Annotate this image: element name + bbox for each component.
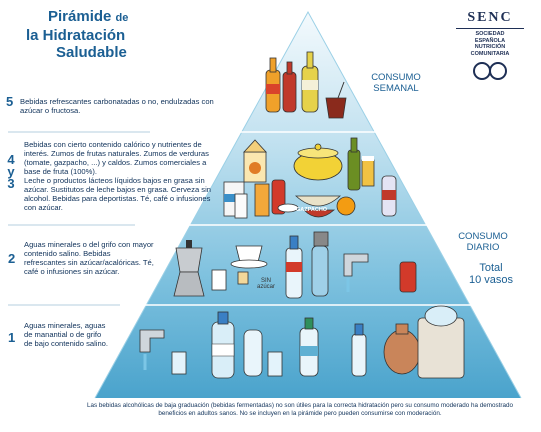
pyramid-shape (95, 12, 521, 398)
clay-jug-icon (383, 323, 421, 375)
soda-glass-icon (325, 81, 347, 119)
title-line-1: Pirámide (48, 8, 112, 25)
footnote: Las bebidas alcohólicas de baja graduaci… (87, 402, 513, 417)
level-5-number: 5 (6, 94, 14, 109)
gazpacho-label: GAZPACHO (296, 207, 328, 213)
level-1-text: 1 Aguas minerales, aguas de manantial o … (8, 321, 109, 348)
juice-carton-icon (243, 139, 267, 183)
soup-tureen-icon (293, 143, 343, 181)
gazpacho-bowl-icon (303, 209, 336, 218)
soda-bottle-icon (265, 57, 281, 113)
sports-drink-icon (381, 175, 397, 217)
siphon-bottle-icon (311, 231, 329, 297)
daily-consumption-label: CONSUMO DIARIO (458, 231, 508, 253)
juice-glass-icon (254, 183, 270, 217)
level-5-text: 5 Bebidas refrescantes carbonatadas o no… (6, 94, 214, 115)
tea-bag-icon (237, 271, 249, 285)
faucet-glass-icon (139, 329, 187, 375)
weekly-consumption-label: CONSUMO SEMANAL (371, 72, 421, 94)
soup-bowl-icon (294, 195, 342, 207)
water-bottle-medium-icon (299, 317, 319, 377)
senc-name: SENC (467, 10, 513, 25)
milk-glass-icon (234, 193, 248, 219)
sin-azucar-label: SIN azúcar (256, 278, 275, 290)
water-bottle-small-icon (351, 323, 367, 377)
page-title: Pirámide de la Hidratación Saludable (12, 8, 128, 61)
total-label: Total 10 vasos (468, 262, 514, 286)
tap-icon (343, 253, 369, 292)
teacup-icon (277, 203, 299, 213)
coffee-cup-icon (230, 245, 268, 269)
water-glass-icon (267, 351, 283, 377)
water-bottle-icon (285, 235, 303, 299)
beer-bottle-icon (347, 137, 361, 191)
water-jug-icon (243, 329, 263, 377)
coffee-pot-icon (173, 240, 205, 297)
level-2-text: 2 Aguas minerales o del grifo con mayor … (8, 240, 154, 276)
orange-icon (336, 196, 356, 216)
beer-glass-icon (361, 156, 375, 187)
large-water-bottle-icon (211, 311, 235, 379)
soda-can-icon (399, 261, 417, 293)
level-4-3-number: 4 y 3 (7, 152, 15, 191)
senc-logo: SENC SOCIEDAD ESPAÑOLA NUTRICIÓN COMUNIT… (448, 10, 532, 87)
title-line-3: Saludable (56, 44, 127, 61)
sweetener-icon (211, 269, 227, 291)
level-1-number: 1 (8, 330, 16, 345)
people-logo-icon (473, 62, 507, 80)
title-line-2: la Hidratación (26, 27, 126, 44)
level-2-number: 2 (8, 251, 16, 266)
level-4-3-text: 4 y 3 Bebidas con cierto contenido calór… (7, 140, 211, 212)
lemon-soda-bottle-icon (301, 51, 319, 113)
title-de: de (115, 12, 129, 24)
water-dispenser-icon (417, 305, 465, 379)
cola-bottle-icon (282, 61, 297, 113)
